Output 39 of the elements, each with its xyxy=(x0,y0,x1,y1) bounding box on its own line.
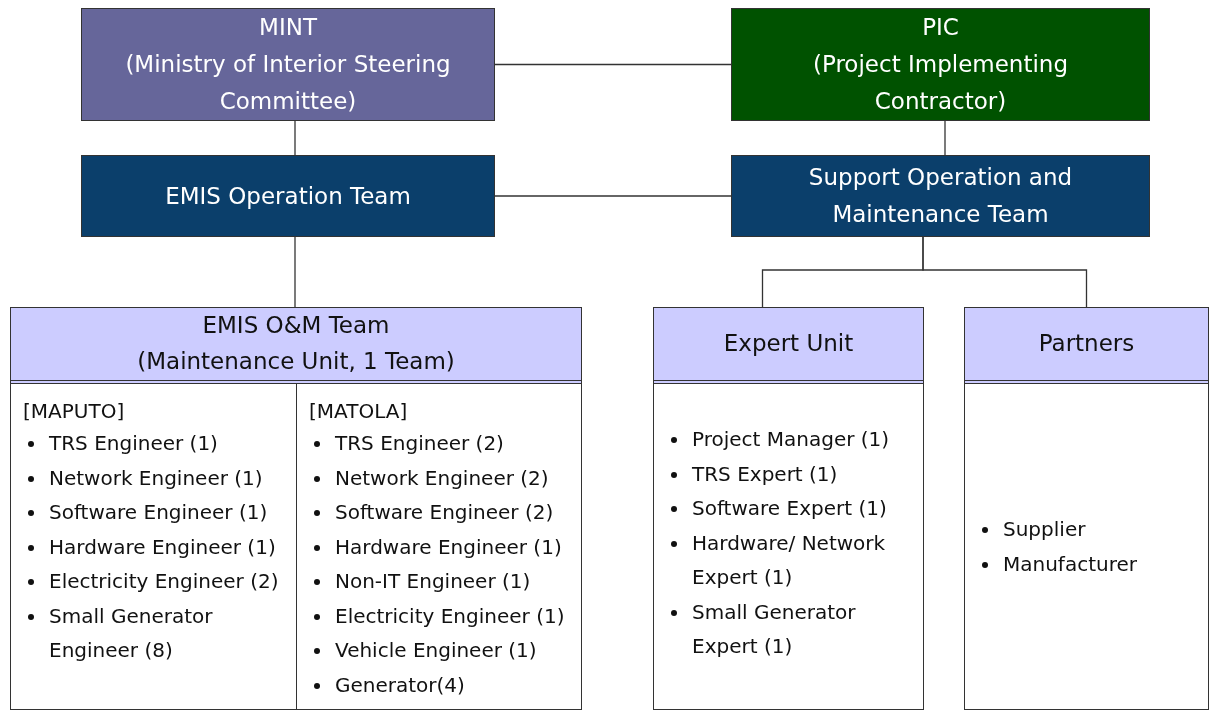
column-heading: [MAPUTO] xyxy=(23,398,126,425)
connector-line xyxy=(922,236,1088,308)
list-item-text: Hardware Engineer (1) xyxy=(49,534,276,559)
connector-line xyxy=(494,63,732,66)
org-box: EMIS Operation Team xyxy=(81,155,495,237)
connector-line xyxy=(494,195,732,197)
list-item-text: Hardware Engineer (1) xyxy=(335,534,562,559)
list-item-text: Electricity Engineer (1) xyxy=(335,603,565,628)
list-item-text: Vehicle Engineer (1) xyxy=(335,638,537,662)
list-item-text: TRS Engineer (1) xyxy=(49,431,218,455)
list-item-text: Project Manager (1) xyxy=(692,427,890,451)
list-item-text: TRS Expert (1) xyxy=(692,461,838,486)
list-item-text: Non-IT Engineer (1) xyxy=(335,569,531,593)
org-box: PIC (Project Implementing Contractor) xyxy=(731,8,1150,121)
team-panel xyxy=(10,307,582,710)
list-item-text: Hardware/ Network Expert (1) xyxy=(692,530,886,589)
list-item-text: Generator(4) xyxy=(335,672,465,697)
connector-line xyxy=(294,120,296,156)
list-item-text: Software Engineer (1) xyxy=(49,500,268,524)
column-heading: [MATOLA] xyxy=(309,398,409,425)
connector-line xyxy=(294,236,296,308)
list-item-text: Manufacturer xyxy=(1003,551,1137,576)
list-item-text: Network Engineer (2) xyxy=(335,465,549,490)
org-box: MINT (Ministry of Interior Steering Committee) xyxy=(81,8,495,121)
list-item-text: Software Engineer (2) xyxy=(335,500,554,524)
panel-header: Partners xyxy=(965,308,1208,384)
list-item-text: Small Generator Engineer (8) xyxy=(49,603,213,662)
list-item-text: Small Generator Expert (1) xyxy=(692,599,856,658)
list-item-text: Software Expert (1) xyxy=(692,496,887,520)
list-item-text: Electricity Engineer (2) xyxy=(49,569,279,593)
panel-header: EMIS O&M Team (Maintenance Unit, 1 Team) xyxy=(11,308,581,384)
list-item-text: TRS Engineer (2) xyxy=(335,431,504,455)
team-panel xyxy=(653,307,924,710)
list-item-text: Supplier xyxy=(1003,517,1086,541)
connector-line xyxy=(944,120,946,156)
team-panel xyxy=(964,307,1209,710)
list-item-text: Network Engineer (1) xyxy=(49,465,263,490)
org-box: Support Operation and Maintenance Team xyxy=(731,155,1150,237)
panel-header: Expert Unit xyxy=(654,308,923,384)
